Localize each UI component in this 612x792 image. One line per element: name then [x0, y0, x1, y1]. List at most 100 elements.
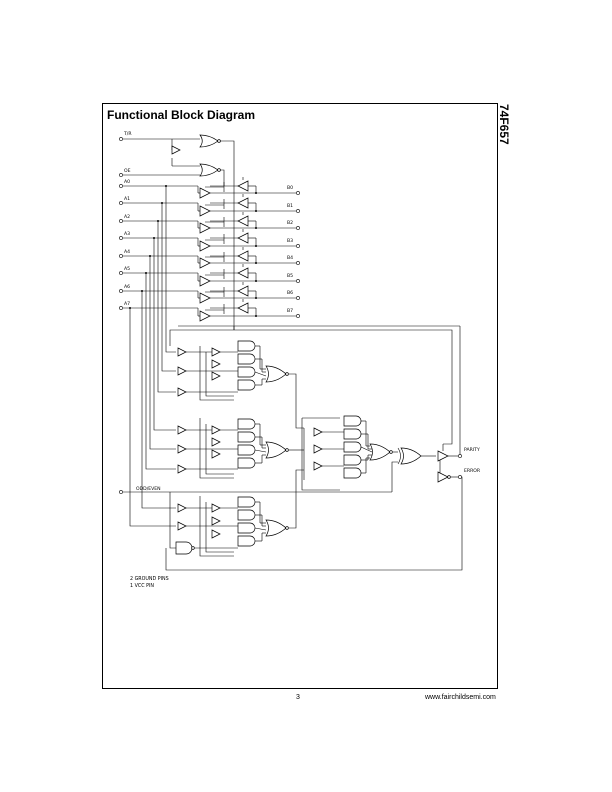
pin-label-odd-even: ODD/EVEN — [136, 486, 161, 492]
b-to-a-buffer — [237, 267, 249, 279]
inversion-bubble — [285, 372, 289, 376]
diagram-frame — [102, 103, 498, 689]
part-number: 74F657 — [497, 104, 511, 145]
junction-dot — [255, 192, 257, 194]
wire — [301, 418, 340, 491]
wire — [161, 203, 176, 372]
wire — [289, 373, 304, 429]
parity-and-gate — [237, 353, 256, 365]
wire — [254, 527, 267, 531]
wire — [153, 238, 176, 431]
wire — [157, 221, 176, 393]
parity-input-buffer — [177, 425, 187, 435]
note-vcc: 1 VCC PIN — [130, 583, 154, 589]
parity-input-buffer — [177, 366, 187, 376]
parity-input-buffer — [177, 521, 187, 531]
note-ground: 2 GROUND PINS — [130, 576, 169, 582]
a-to-b-buffer — [199, 292, 211, 304]
combine-and-gate — [343, 428, 362, 440]
parity-or-gate — [265, 365, 287, 383]
logic-gates — [119, 134, 462, 555]
pin-circle — [296, 226, 300, 230]
wire — [254, 371, 267, 377]
combine-and-gate — [343, 441, 362, 453]
parity-inverter — [211, 529, 221, 539]
wire — [141, 291, 176, 509]
wire — [220, 169, 225, 186]
notes: 2 GROUND PINS 1 VCC PIN — [130, 576, 169, 589]
pin-label-oe: OE — [124, 168, 131, 174]
wire — [129, 308, 176, 527]
pin-circle — [296, 296, 300, 300]
pin-label-tr: T/R — [123, 131, 132, 137]
pin-circle — [296, 279, 300, 283]
pin-label-b3: B3 — [287, 238, 293, 244]
inversion-bubble — [217, 168, 221, 172]
a-to-b-buffer — [199, 205, 211, 217]
parity-and-gate — [237, 444, 256, 456]
pin-circle — [119, 289, 123, 293]
wire — [205, 352, 234, 397]
oe-inverter — [171, 145, 181, 155]
pin-circle — [119, 254, 123, 258]
inversion-bubble — [191, 546, 195, 550]
parity-xor-gate — [400, 447, 422, 465]
pin-label-a0: A0 — [124, 179, 130, 185]
parity-inverter — [211, 425, 221, 435]
parity-and-gate — [237, 457, 256, 469]
parity-and-gate — [237, 340, 256, 352]
pin-label-a2: A2 — [124, 214, 130, 220]
combine-and-gate — [343, 454, 362, 466]
a-to-b-buffer — [199, 222, 211, 234]
wire — [165, 186, 176, 353]
xor-input-arc — [397, 447, 401, 465]
parity-and-gate — [237, 522, 256, 534]
combine-inverter — [313, 444, 323, 454]
pin-circle — [296, 261, 300, 265]
pin-circle — [119, 173, 123, 177]
parity-inverter — [211, 347, 221, 357]
wire — [289, 469, 304, 529]
wire — [199, 346, 234, 401]
parity-inverter — [211, 437, 221, 447]
wire — [199, 418, 234, 479]
error-output-buffer — [437, 471, 449, 483]
junction-dot — [255, 210, 257, 212]
tr-or-gate — [199, 134, 219, 148]
pin-label-a6: A6 — [124, 284, 130, 290]
website-url: www.fairchildsemi.com — [425, 694, 496, 701]
wire — [220, 140, 235, 330]
pin-label-a1: A1 — [124, 196, 130, 202]
parity-and-gate — [237, 366, 256, 378]
junction-dot — [255, 227, 257, 229]
pin-label-b6: B6 — [287, 290, 293, 296]
parity-inverter — [211, 503, 221, 513]
combine-inverter — [313, 427, 323, 437]
combine-inverter — [313, 461, 323, 471]
a-to-b-buffer — [199, 275, 211, 287]
pin-circle — [119, 201, 123, 205]
pin-label-b4: B4 — [287, 255, 293, 261]
parity-inverter — [211, 449, 221, 459]
wire — [360, 446, 373, 453]
pin-label-b0: B0 — [287, 185, 293, 191]
a-to-b-buffer — [199, 310, 211, 322]
a-to-b-buffer — [199, 240, 211, 252]
parity-inverter — [211, 359, 221, 369]
combine-or-gate — [369, 443, 391, 461]
pin-label-error: ERROR — [464, 468, 481, 474]
pin-circle — [119, 236, 123, 240]
junction-dot — [255, 297, 257, 299]
page-number: 3 — [296, 694, 300, 701]
parity-input-buffer — [177, 503, 187, 513]
wire — [149, 256, 176, 450]
wire — [169, 329, 453, 445]
pin-circle — [458, 475, 462, 479]
junction-dot — [255, 245, 257, 247]
b-to-a-buffer — [237, 232, 249, 244]
pin-circle — [296, 209, 300, 213]
wire — [169, 492, 176, 549]
combine-and-gate — [343, 415, 362, 427]
parity-or-gate — [265, 519, 287, 537]
pin-circle — [458, 454, 462, 458]
